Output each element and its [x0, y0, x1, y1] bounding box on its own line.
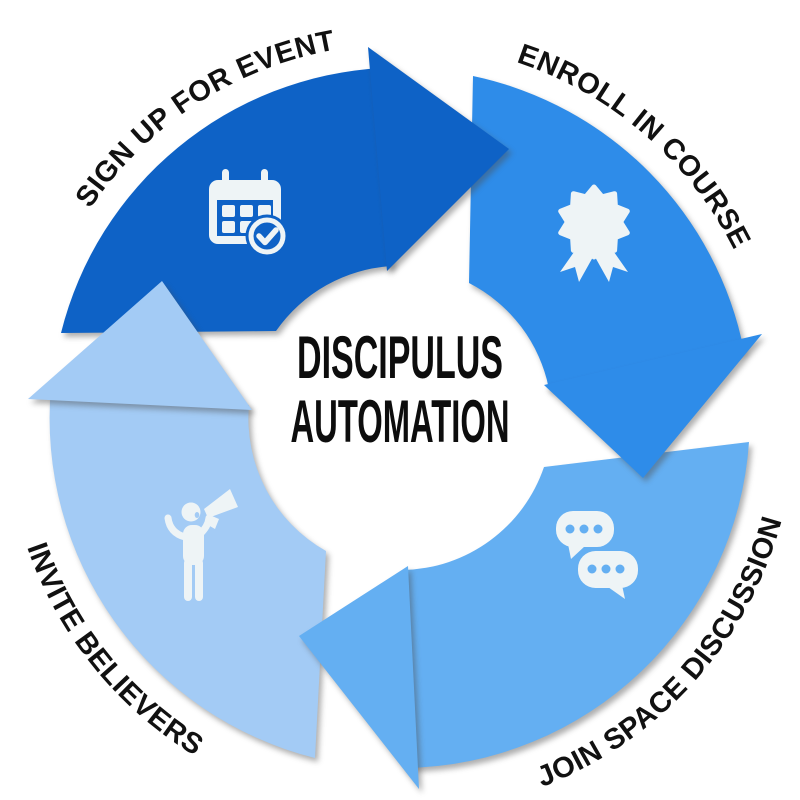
award-ribbon-icon [558, 184, 630, 282]
person-leg-right [195, 559, 203, 601]
chat-dots-top [565, 524, 603, 534]
person-head [181, 502, 201, 522]
segment-arrowhead-invite-believers [28, 281, 252, 410]
chat-bubbles-icon [556, 511, 638, 599]
megaphone-cone [204, 489, 238, 518]
check-mark [256, 227, 279, 246]
segment-arrowhead-enroll-in-course [544, 334, 762, 478]
chat-dots-bottom [587, 564, 625, 574]
chat-bubble-top [556, 511, 614, 559]
diagram-title-line2: AUTOMATION [291, 388, 510, 455]
person-torso [183, 525, 204, 565]
segment-arrowhead-sign-up-for-event [368, 47, 509, 271]
person-mouth [194, 512, 200, 518]
rosette-star [558, 184, 630, 260]
person-leg-left [184, 559, 192, 601]
person-arm-left [164, 514, 189, 541]
chat-bubble-bottom [578, 551, 638, 599]
segment-arc-join-space-discussion [403, 442, 749, 768]
calendar-check-badge [245, 214, 289, 258]
megaphone-person-icon [164, 489, 238, 601]
diagram-title-line1: DISCIPULUS [297, 324, 503, 391]
segment-arrowhead-join-space-discussion [299, 566, 419, 789]
calendar-check-icon [209, 169, 289, 258]
